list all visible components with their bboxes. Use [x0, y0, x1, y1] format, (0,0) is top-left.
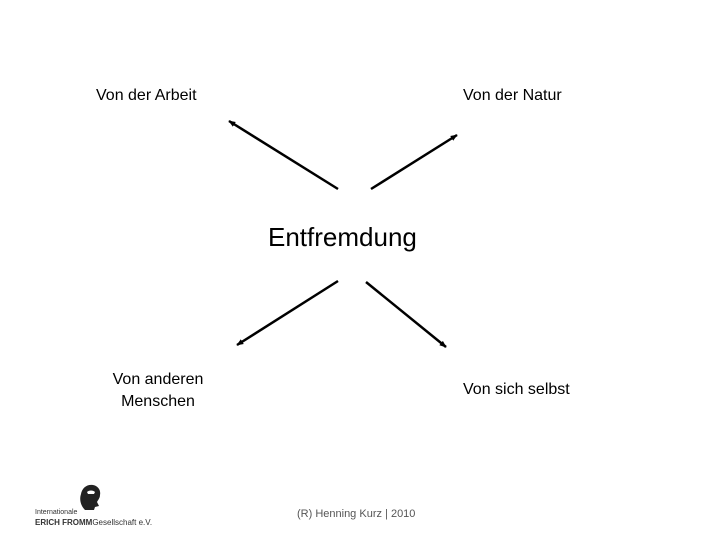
label-von-anderen-menschen: Von anderen Menschen: [106, 369, 210, 413]
arrow-to-natur: [370, 133, 458, 191]
footer-credit: (R) Henning Kurz | 2010: [297, 508, 416, 520]
logo-line1: Internationale: [35, 509, 78, 516]
label-von-sich-selbst: Von sich selbst: [463, 381, 570, 398]
logo-name: ERICH FROMM: [35, 518, 93, 527]
label-von-anderen-line1: Von anderen: [112, 371, 204, 388]
erich-fromm-logo: Internationale ERICH FROMMGesellschaft e…: [35, 480, 152, 530]
label-von-der-natur: Von der Natur: [463, 87, 562, 104]
arrow-to-anderen-menschen: [236, 279, 339, 347]
center-title-entfremdung: Entfremdung: [268, 222, 417, 252]
label-von-anderen-line2: Menschen: [121, 393, 195, 410]
arrow-to-sich-selbst: [365, 281, 447, 348]
logo-line2: ERICH FROMMGesellschaft e.V.: [35, 518, 152, 528]
label-von-der-arbeit: Von der Arbeit: [96, 87, 197, 104]
arrow-to-arbeit: [228, 119, 339, 191]
logo-society: Gesellschaft e.V.: [92, 518, 153, 527]
portrait-icon: [80, 484, 101, 510]
